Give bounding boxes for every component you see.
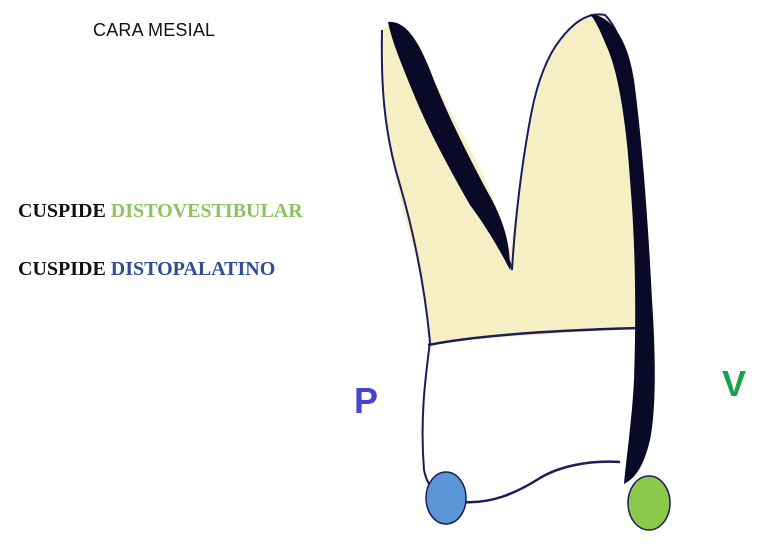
- crown-region: [420, 328, 643, 502]
- palatal-root-enamel-band: [388, 21, 510, 270]
- vestibular-enamel-band: [590, 14, 655, 484]
- palatal-side-label: P: [354, 380, 379, 421]
- vestibular-side-label: V: [722, 363, 747, 404]
- distovestibular-cusp-marker: [627, 475, 671, 531]
- palatal-outline: [380, 29, 463, 503]
- distopalatal-cusp-marker: [425, 471, 467, 525]
- label-name-distovestibular: DISTOVESTIBULAR: [110, 200, 303, 222]
- label-prefix: CUSPIDE: [18, 200, 106, 222]
- label-name-distopalatino: DISTOPALATINO: [110, 258, 276, 280]
- occlusal-outline: [461, 460, 621, 504]
- label-prefix: CUSPIDE: [18, 258, 106, 280]
- label-cuspide-distovestibular: CUSPIDE DISTOVESTIBULAR: [18, 200, 303, 223]
- label-cuspide-distopalatino: CUSPIDE DISTOPALATINO: [18, 258, 275, 281]
- cervical-line: [427, 326, 643, 347]
- root-region: [382, 13, 643, 342]
- diagram-title: CARA MESIAL: [93, 20, 216, 40]
